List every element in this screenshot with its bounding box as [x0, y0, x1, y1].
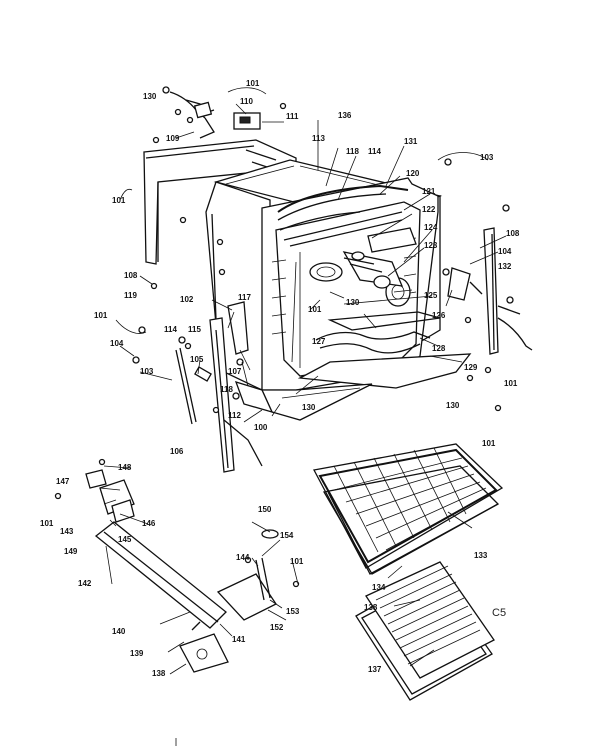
part-label-106: 106	[170, 447, 184, 456]
part-label-144: 143	[60, 527, 74, 536]
part-label-112: 112	[228, 411, 241, 420]
part-label-137: 137	[368, 665, 382, 674]
part-label-127: 126	[432, 311, 446, 320]
part-label-116: 115	[188, 325, 201, 334]
figure-code: C5	[492, 607, 506, 619]
part-label-101-e: 101	[504, 379, 518, 388]
part-label-136: 136	[338, 111, 352, 120]
part-label-109: 109	[166, 134, 180, 143]
part-label-101-f: 101	[482, 439, 496, 448]
part-label-105: 105	[190, 355, 204, 364]
part-label-141: 140	[112, 627, 126, 636]
part-label-132-a: 131	[404, 137, 418, 146]
part-label-130: 129	[464, 363, 478, 372]
part-label-128: 127	[312, 337, 326, 346]
part-label-148: 147	[56, 477, 70, 486]
top-harness-assembly	[152, 86, 287, 144]
part-label-129: 128	[432, 344, 446, 353]
part-label-124: 123	[424, 241, 438, 250]
leader-lines	[99, 103, 507, 675]
part-label-123: 122	[422, 205, 436, 214]
part-label-146: 145	[118, 535, 132, 544]
part-label-103-a: 103	[480, 153, 494, 162]
part-label-107-a: 108	[506, 229, 520, 238]
part-label-115: 114	[164, 325, 177, 334]
oven-racks	[313, 443, 504, 575]
part-label-154: 154	[280, 531, 294, 540]
part-label-101-c: 101	[308, 305, 322, 314]
part-label-134: 133	[474, 551, 488, 560]
part-label-121: 120	[406, 169, 420, 178]
part-label-143: 142	[78, 579, 92, 588]
part-label-152: 152	[270, 623, 284, 632]
part-label-113: 113	[312, 134, 325, 143]
part-label-131-b: 130	[346, 298, 360, 307]
part-label-133: 132	[498, 262, 512, 271]
part-label-131-c: 130	[302, 403, 316, 412]
part-label-125: 124	[424, 223, 438, 232]
door-hinge-arm	[54, 458, 229, 673]
part-label-114: 114	[368, 147, 381, 156]
part-label-120: 119	[124, 291, 137, 300]
part-label-111: 111	[286, 112, 299, 121]
part-label-145: 144	[236, 553, 250, 562]
part-label-101-a: 101	[246, 79, 260, 88]
part-label-119: 118	[346, 147, 359, 156]
part-label-104-a: 104	[498, 247, 512, 256]
part-label-142: 141	[232, 635, 246, 644]
part-label-101-b: 101	[112, 196, 126, 205]
part-label-102: 102	[180, 295, 194, 304]
part-label-131-d: 130	[446, 401, 460, 410]
part-label-131-a: 130	[143, 92, 157, 101]
part-label-103-b: 103	[140, 367, 154, 376]
part-label-151: 150	[258, 505, 272, 514]
oven-cabinet	[205, 159, 472, 421]
part-label-101-h: 101	[290, 557, 304, 566]
part-label-108: 108	[124, 271, 138, 280]
right-support-bracket	[437, 152, 533, 412]
part-label-126: 125	[424, 291, 438, 300]
part-labels: 101 130 110 111 109 136 113 131 118 114 …	[40, 79, 520, 678]
part-label-149: 148	[118, 463, 132, 472]
broil-pan	[355, 561, 495, 701]
part-label-135: 134	[372, 583, 386, 592]
part-label-100: 100	[254, 423, 268, 432]
part-label-110: 110	[240, 97, 253, 106]
latch-bracket	[216, 529, 300, 621]
part-label-122: 121	[422, 187, 436, 196]
part-label-147: 146	[142, 519, 156, 528]
part-label-150: 149	[64, 547, 78, 556]
part-label-138: 138	[364, 603, 378, 612]
part-label-118: 118	[220, 385, 233, 394]
part-label-101-d: 101	[94, 311, 108, 320]
part-label-117: 117	[238, 293, 251, 302]
part-label-139: 138	[152, 669, 166, 678]
part-label-153: 153	[286, 607, 300, 616]
part-label-101-g: 101	[40, 519, 54, 528]
part-label-140: 139	[130, 649, 144, 658]
part-label-107-b: 107	[228, 367, 242, 376]
part-label-104-b: 104	[110, 339, 124, 348]
